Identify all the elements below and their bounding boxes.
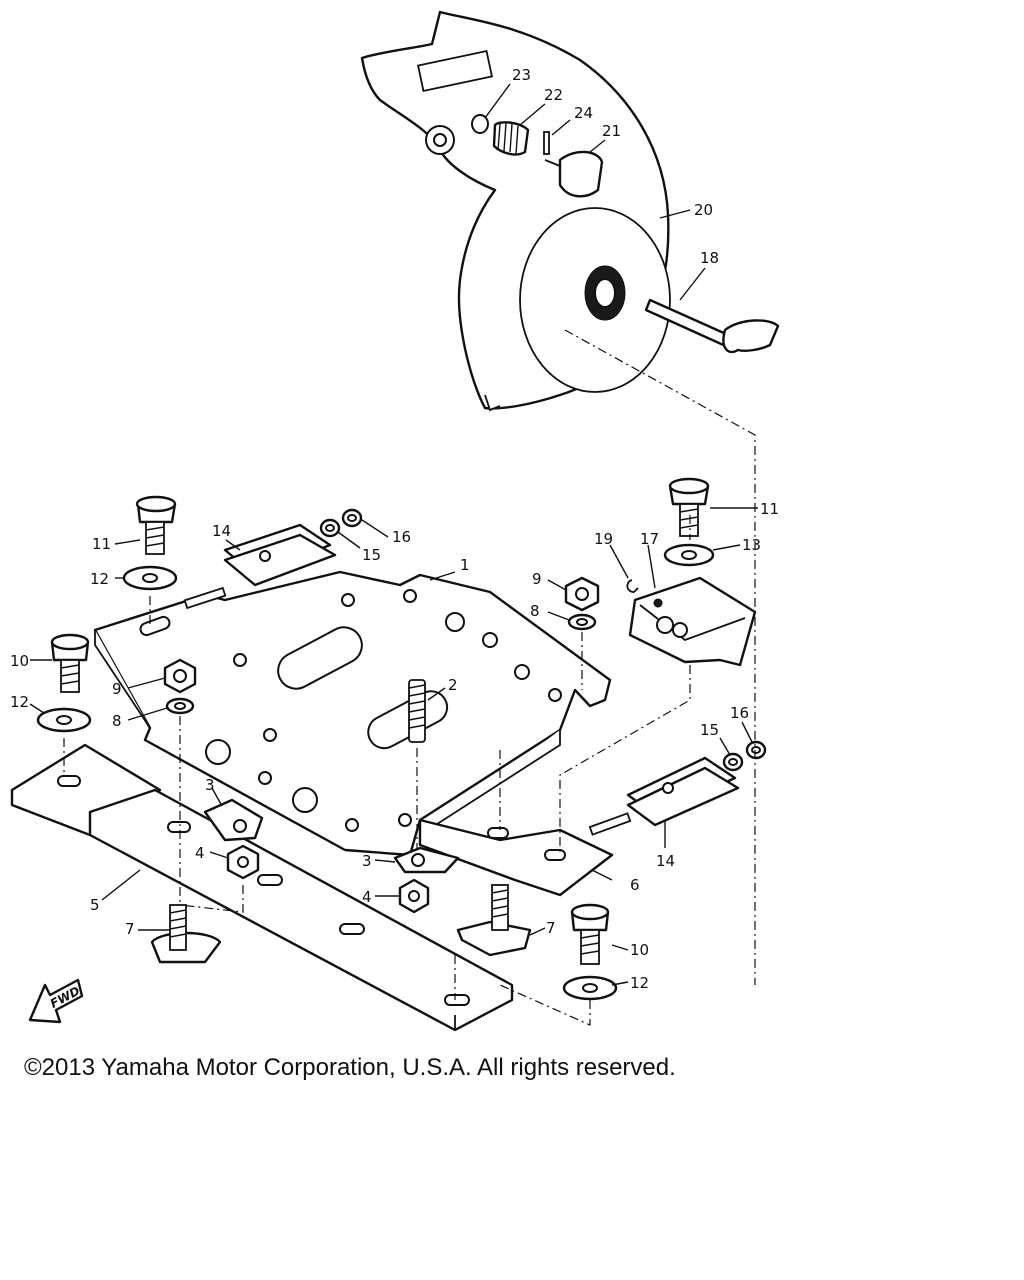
callout-18: 18 (700, 249, 719, 267)
callout-22: 22 (544, 86, 563, 104)
stud-7-left (150, 904, 222, 964)
lower-plate-left (10, 743, 514, 1032)
callout-numbers: 23 22 24 21 20 18 1 2 11 12 14 15 16 10 … (10, 66, 779, 992)
callout-8-left: 8 (112, 712, 122, 730)
clip-3-left (203, 798, 264, 842)
callout-15-left: 15 (362, 546, 381, 564)
callout-12-left-bottom: 12 (10, 693, 29, 711)
clip-3-right (393, 846, 460, 874)
spacer-15-left (319, 518, 341, 538)
nut-9-left (163, 658, 197, 694)
housing-small-parts (471, 114, 604, 198)
callout-1: 1 (460, 556, 470, 574)
callout-6: 6 (630, 876, 640, 894)
callout-13: 13 (742, 536, 761, 554)
callout-23: 23 (512, 66, 531, 84)
callout-11-left: 11 (92, 535, 111, 553)
nut-4-left (226, 844, 260, 880)
adjuster-14-left (183, 523, 337, 610)
callout-19: 19 (594, 530, 613, 548)
callout-21: 21 (602, 122, 621, 140)
nut-9-right (564, 576, 600, 612)
callout-16-right: 16 (730, 704, 749, 722)
callout-24: 24 (574, 104, 593, 122)
callout-16-left: 16 (392, 528, 411, 546)
washer-23 (471, 114, 489, 134)
callout-15-right: 15 (700, 721, 719, 739)
spacer-15-right (722, 752, 744, 772)
pin-24 (543, 131, 550, 155)
parts-exploded-diagram: FWD 23 22 24 21 20 18 1 2 11 12 14 15 16… (10, 10, 780, 1032)
callout-4-left: 4 (195, 844, 205, 862)
nut-16-left (341, 508, 363, 528)
bolt-10-left (50, 633, 90, 693)
callout-20: 20 (694, 201, 713, 219)
copyright-notice: ©2013 Yamaha Motor Corporation, U.S.A. A… (24, 1054, 676, 1081)
callout-4-right: 4 (362, 888, 372, 906)
stud-2 (408, 679, 426, 743)
adjuster-14-right (588, 756, 740, 836)
callout-5: 5 (90, 896, 100, 914)
spring-22 (492, 121, 530, 156)
alignment-lines (63, 329, 756, 1026)
callout-10-right: 10 (630, 941, 649, 959)
callout-7-left: 7 (125, 920, 135, 938)
mounting-plate (93, 570, 612, 857)
callout-14-right: 14 (656, 852, 675, 870)
callout-17: 17 (640, 530, 659, 548)
bracket-17 (628, 576, 757, 667)
callout-7-right: 7 (546, 919, 556, 937)
callout-3-left: 3 (205, 776, 215, 794)
callout-8-right: 8 (530, 602, 540, 620)
nut-4-right (398, 878, 430, 914)
stud-7-right (456, 884, 532, 957)
callout-9-left: 9 (112, 680, 122, 698)
callout-11-right: 11 (760, 500, 779, 518)
bolt-11-left (135, 495, 177, 555)
starter-housing (360, 10, 671, 412)
lower-plate-right (418, 818, 614, 897)
forward-arrow-icon: FWD (28, 978, 84, 1024)
callout-3-right: 3 (362, 852, 372, 870)
callout-9-right: 9 (532, 570, 542, 588)
leader-lines (29, 83, 758, 986)
knob-21 (544, 150, 604, 198)
bolt-11-right (668, 477, 710, 537)
nut-16-right (745, 740, 767, 760)
callout-12-right: 12 (630, 974, 649, 992)
starter-handle (644, 298, 780, 354)
callout-12-left-top: 12 (90, 570, 109, 588)
clip-19 (626, 579, 639, 593)
bolt-10-right (570, 903, 610, 965)
callout-10-left: 10 (10, 652, 29, 670)
callout-14-left: 14 (212, 522, 231, 540)
callout-2: 2 (448, 676, 458, 694)
